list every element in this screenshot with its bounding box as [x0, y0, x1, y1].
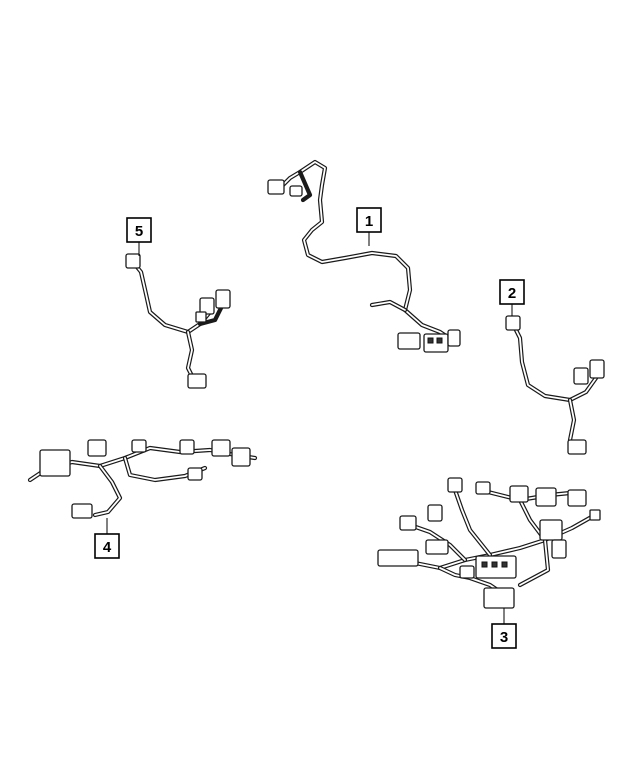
callout-2: 2: [499, 279, 525, 316]
harness-part-1: [267, 159, 461, 353]
callout-5: 5: [126, 217, 152, 256]
callout-2-label: 2: [508, 285, 516, 302]
harness-part-5: [125, 253, 231, 389]
harness-part-4: [27, 439, 258, 519]
callout-4-label: 4: [103, 539, 112, 556]
callout-1-label: 1: [365, 213, 373, 230]
callout-4: 4: [94, 518, 120, 559]
callout-5-label: 5: [135, 223, 143, 240]
harness-part-2: [505, 315, 605, 455]
harness-part-3: [377, 477, 601, 609]
callout-1: 1: [356, 207, 382, 246]
callout-3-label: 3: [500, 629, 508, 646]
callout-3: 3: [491, 608, 517, 649]
